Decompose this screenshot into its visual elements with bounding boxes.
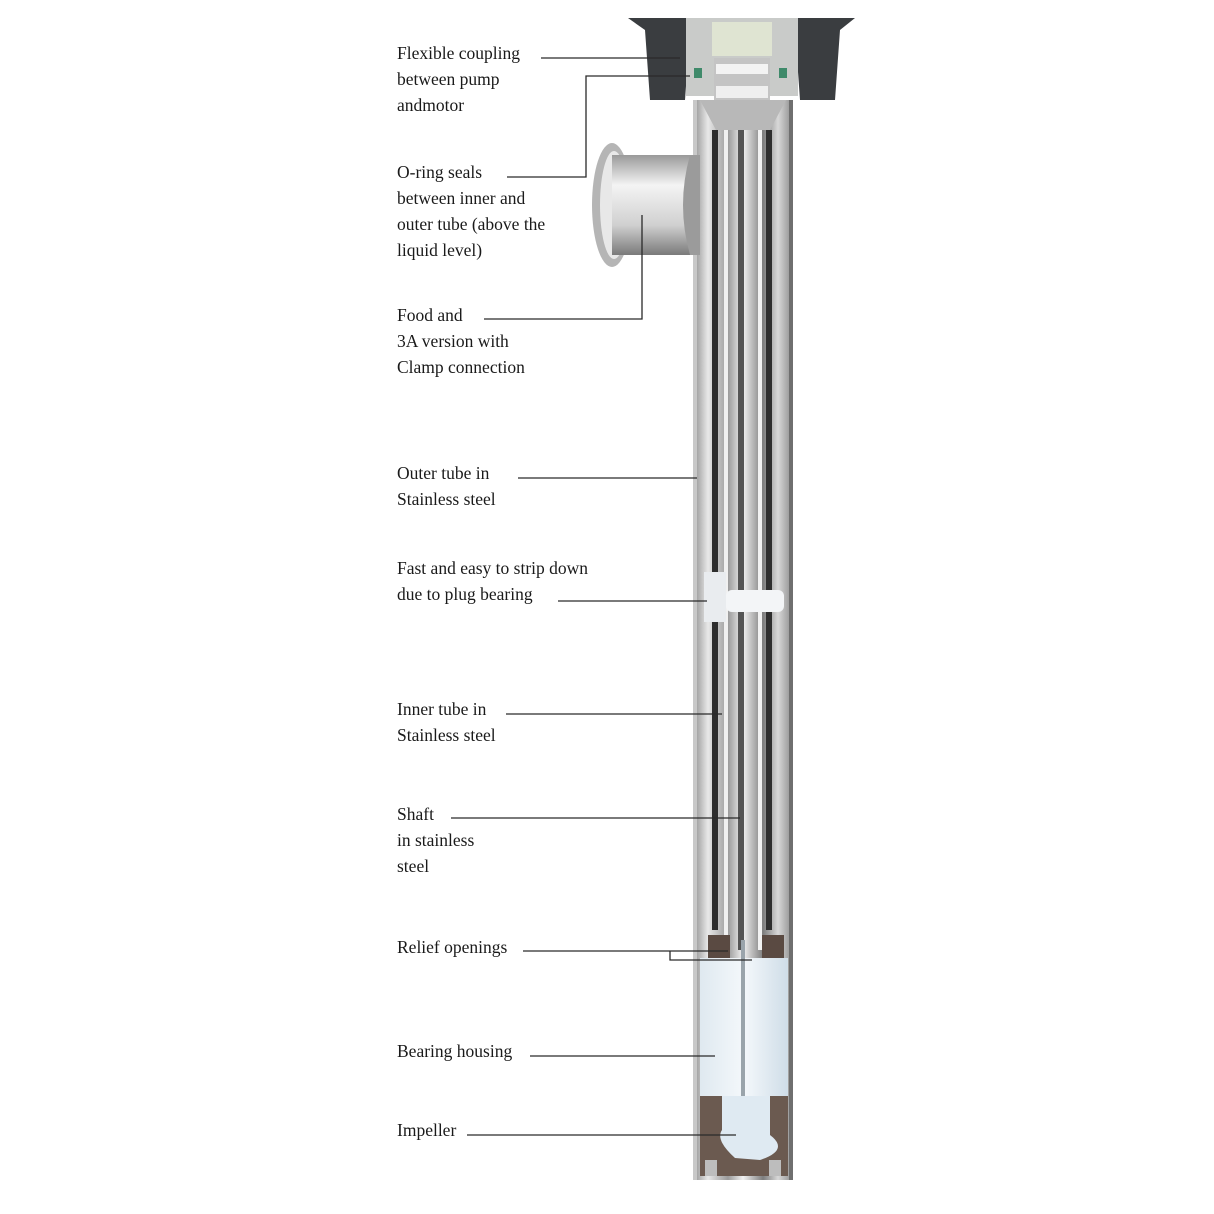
label-plug-bearing: Fast and easy to strip down due to plug … bbox=[397, 558, 589, 604]
label-impeller: Impeller bbox=[397, 1120, 457, 1140]
label-outer-tube: Outer tube in Stainless steel bbox=[397, 463, 496, 509]
label-bearing-housing: Bearing housing bbox=[397, 1041, 513, 1061]
leader-lines bbox=[451, 57, 752, 1136]
inner-tube bbox=[712, 130, 772, 950]
label-food-3a-version: Food and 3A version with Clamp connectio… bbox=[397, 305, 525, 377]
label-shaft: Shaft in stainless steel bbox=[397, 804, 475, 876]
impeller bbox=[720, 1096, 778, 1160]
clamp-connection bbox=[592, 143, 700, 267]
label-o-ring-seals: O-ring seals between inner and outer tub… bbox=[397, 162, 546, 260]
motor-flange bbox=[628, 18, 855, 110]
plug-bearing bbox=[704, 572, 726, 622]
label-inner-tube: Inner tube in Stainless steel bbox=[397, 699, 496, 745]
label-flexible-coupling: Flexible coupling between pump andmotor bbox=[397, 43, 520, 115]
label-relief-openings: Relief openings bbox=[397, 937, 508, 957]
